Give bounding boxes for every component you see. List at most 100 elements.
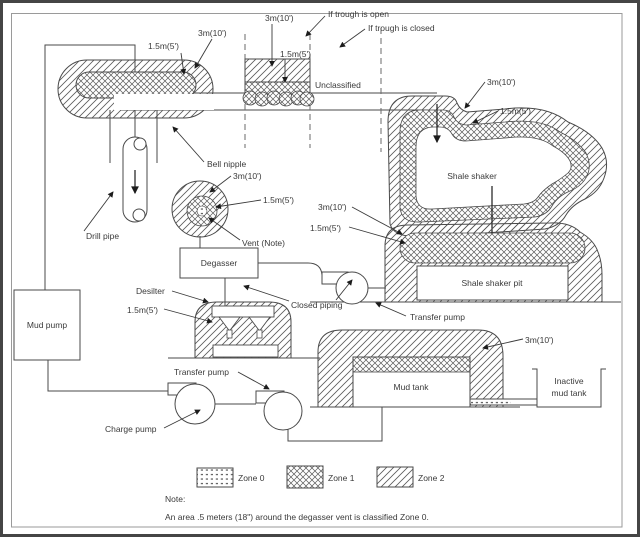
leader-vent-3m <box>209 175 232 193</box>
leader-bell-3m <box>194 38 213 69</box>
mud-tank-assembly <box>317 329 537 408</box>
shale-shaker-pit-label: Shale shaker pit <box>462 278 524 288</box>
transfer-pump-upper-label: Transfer pump <box>410 312 465 322</box>
legend-zone1-swatch <box>286 465 324 489</box>
vent-3m-label: 3m(10') <box>233 171 262 181</box>
leader-desilter <box>171 290 209 304</box>
mud-tank-label: Mud tank <box>394 382 430 392</box>
if-trough-closed-label: If trough is closed <box>368 23 435 33</box>
if-trough-open-label: If trough is open <box>328 9 389 19</box>
dashed-boundaries <box>244 28 382 152</box>
vent-zone0 <box>196 205 208 217</box>
leader-mudtank-3m <box>482 338 524 350</box>
leader-trough-closed <box>339 28 366 48</box>
drill-pipe-joint-bottom <box>132 208 146 222</box>
charge-pump-body <box>174 383 216 425</box>
vent-label: Vent (Note) <box>242 238 285 248</box>
pit-box <box>416 265 569 301</box>
inactive-mud-tank-label-2: mud tank <box>552 388 588 398</box>
pit-3m-label: 3m(10') <box>318 202 347 212</box>
transfer-pump-lower-shape <box>255 390 303 431</box>
mudtank-interior <box>353 372 470 407</box>
desilter-assembly <box>194 301 292 359</box>
trough-zone1-scallops <box>242 90 315 107</box>
shaleshaker-interior <box>415 126 572 210</box>
desilter-manifold <box>211 305 275 318</box>
pit-1-5m-label: 1.5m(5') <box>310 223 341 233</box>
transfer-pump-upper <box>321 271 369 305</box>
shale-shaker-pit-assembly <box>384 222 603 303</box>
shaker-3m-label: 3m(10') <box>487 77 516 87</box>
leader-bell-nipple <box>172 126 205 163</box>
shale-shaker-label: Shale shaker <box>447 171 497 181</box>
bell-nipple-assembly <box>57 59 214 223</box>
leader-shaker-1-5m <box>472 110 499 124</box>
mud-pump-label: Mud pump <box>27 320 67 330</box>
desilter-cone-1-stem <box>226 329 233 339</box>
drill-pipe-joint-top <box>133 137 147 151</box>
desilter-cone-2 <box>248 316 271 332</box>
note-body: An area .5 meters (18") around the degas… <box>165 512 429 522</box>
desilter-label: Desilter <box>136 286 165 296</box>
legend-zone0-label: Zone 0 <box>238 473 265 483</box>
mudtank-box <box>352 356 471 408</box>
transferpump-to-mudtank-line <box>287 407 383 442</box>
inactive-mud-tank-shape <box>532 368 606 408</box>
trough-3m-label: 3m(10') <box>265 13 294 23</box>
trough-zone2 <box>244 58 311 83</box>
shaker-1-5m-label: 1.5m(5') <box>500 106 531 116</box>
leader-pit-3m <box>351 206 403 235</box>
desilter-sump <box>212 344 279 358</box>
trough-section <box>242 58 315 107</box>
leader-closed-piping-right <box>335 279 353 301</box>
mudtank-3m-label: 3m(10') <box>525 335 554 345</box>
degasser-label: Degasser <box>201 258 238 268</box>
trough-1-5m-label: 1.5m(5') <box>280 49 311 59</box>
leader-transfer-upper <box>375 302 407 317</box>
mudtank-to-inactive-pipe <box>470 398 537 406</box>
leader-vent <box>208 217 241 241</box>
inactive-mud-tank-label-1: Inactive <box>554 376 584 386</box>
leader-charge-pump <box>163 409 201 429</box>
legend: Zone 0 Zone 1 Zone 2 Note: An area .5 me… <box>165 465 445 522</box>
desilter-cone-1 <box>218 316 241 332</box>
leader-closed-piping-left <box>243 284 290 302</box>
charge-pump-label: Charge pump <box>105 424 157 434</box>
vent-1-5m-label: 1.5m(5') <box>263 195 294 205</box>
mud-pump-box <box>13 289 81 361</box>
leader-shaker-3m <box>464 81 486 109</box>
shale-shaker-assembly <box>387 95 608 242</box>
bell-1-5m-label: 1.5m(5') <box>148 41 179 51</box>
leader-pit-1-5m <box>348 226 406 245</box>
vent-assembly <box>171 180 229 238</box>
legend-zone0-swatch <box>196 467 234 488</box>
leader-desilter-1-5m <box>163 308 213 324</box>
legend-zone2-swatch <box>376 466 414 488</box>
diagram-labels: 1.5m(5') 3m(10') 3m(10') 1.5m(5') If tro… <box>27 9 587 434</box>
transfer-pump-lower-label: Transfer pump <box>174 367 229 377</box>
leader-drill-pipe <box>83 191 114 232</box>
leader-bell-1-5m <box>180 52 187 75</box>
bell-3m-label: 3m(10') <box>198 28 227 38</box>
desilter-cone-2-stem <box>256 329 263 339</box>
leader-lines <box>83 15 524 429</box>
leader-trough-open <box>305 15 326 37</box>
bell-nipple-label: Bell nipple <box>207 159 246 169</box>
note-heading: Note: <box>165 494 185 504</box>
transfer-pump-upper-body <box>335 271 369 305</box>
leader-transfer-lower <box>237 371 270 390</box>
inner-border <box>11 13 623 528</box>
pit-zone1 <box>399 232 586 264</box>
unclassified-label: Unclassified <box>315 80 361 90</box>
pipe-zone0 <box>471 399 511 405</box>
closed-piping-label: Closed piping <box>291 300 343 310</box>
legend-zone1-label: Zone 1 <box>328 473 355 483</box>
drill-pipe-label: Drill pipe <box>86 231 119 241</box>
transfer-pump-lower-body <box>263 391 303 431</box>
mudtank-zone1 <box>352 356 471 373</box>
degasser-box <box>179 247 259 279</box>
degasser-to-pump-pipe <box>258 262 323 278</box>
